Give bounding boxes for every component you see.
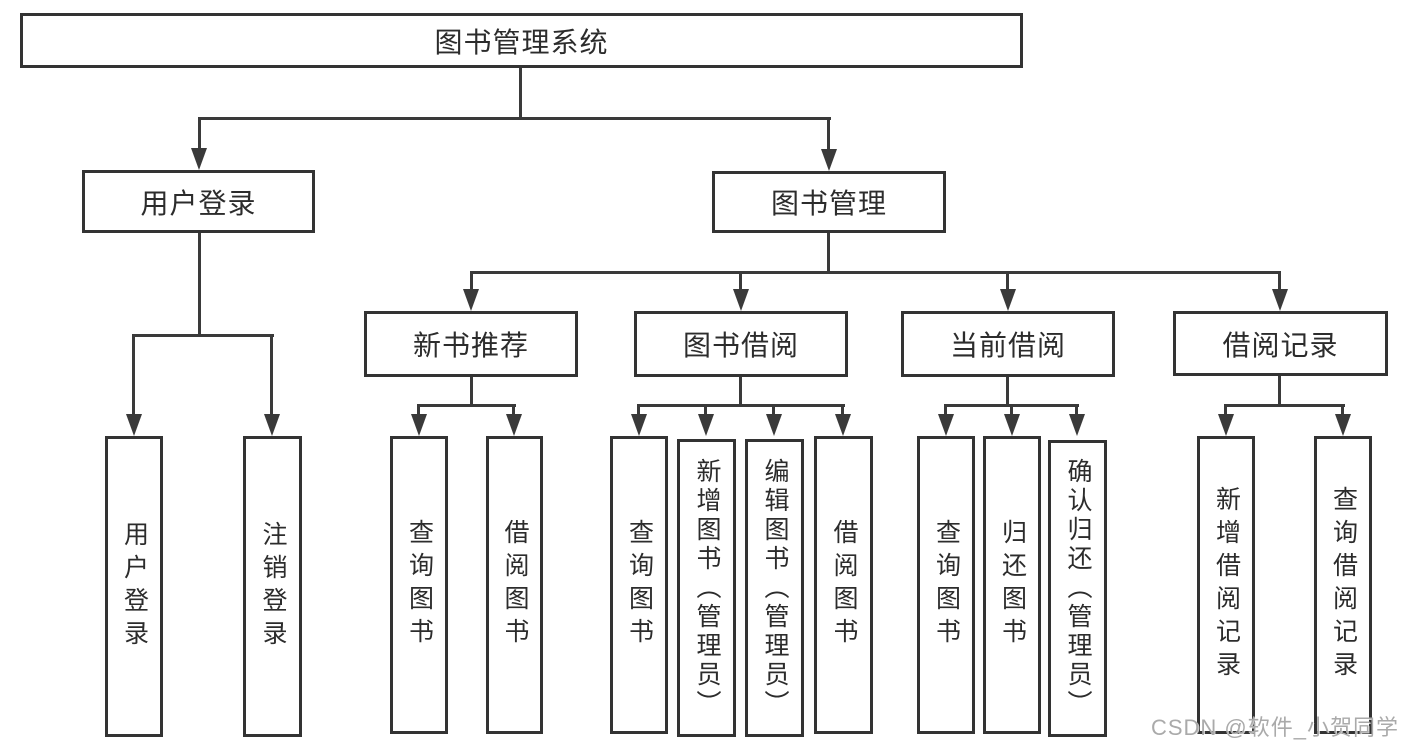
connector-line xyxy=(1224,404,1227,416)
leaf-logout: 注销登录 xyxy=(243,436,302,737)
connector-line xyxy=(827,233,830,274)
connector-line xyxy=(270,334,273,416)
leaf-label: 借阅图书 xyxy=(501,519,529,651)
leaf-label: 借阅图书 xyxy=(830,519,858,651)
leaf-label: 确认归还（管理员） xyxy=(1064,458,1092,719)
connector-line xyxy=(519,68,522,120)
leaf-br-add-record: 新增借阅记录 xyxy=(1197,436,1255,734)
node-new-book-recommend: 新书推荐 xyxy=(364,311,578,377)
connector-line xyxy=(704,404,707,416)
arrow-down-icon xyxy=(733,289,749,311)
node-library-system: 图书管理系统 xyxy=(20,13,1023,68)
connector-line xyxy=(827,117,830,151)
arrow-down-icon xyxy=(698,414,714,436)
arrow-down-icon xyxy=(1335,414,1351,436)
node-label: 借阅记录 xyxy=(1222,329,1339,361)
connector-line xyxy=(198,117,201,150)
leaf-cb-query-book: 查询图书 xyxy=(917,436,975,734)
arrow-down-icon xyxy=(1272,289,1288,311)
leaf-bb-edit-book-admin: 编辑图书（管理员） xyxy=(745,439,804,737)
leaf-label: 用户登录 xyxy=(120,520,149,653)
connector-line xyxy=(1224,404,1345,407)
connector-line xyxy=(841,404,844,416)
connector-line xyxy=(1341,404,1344,416)
leaf-label: 注销登录 xyxy=(259,520,287,653)
arrow-down-icon xyxy=(506,414,522,436)
arrow-down-icon xyxy=(126,414,142,436)
connector-line xyxy=(1075,404,1078,416)
node-label: 当前借阅 xyxy=(949,330,1066,361)
arrow-down-icon xyxy=(1218,414,1234,436)
arrow-down-icon xyxy=(1004,414,1020,436)
connector-line xyxy=(1278,271,1281,291)
node-book-management: 图书管理 xyxy=(712,171,946,233)
leaf-cb-confirm-return-admin: 确认归还（管理员） xyxy=(1048,440,1107,737)
arrow-down-icon xyxy=(938,414,954,436)
node-book-borrow: 图书借阅 xyxy=(634,311,848,377)
node-label: 图书管理 xyxy=(770,188,887,219)
node-label: 图书管理系统 xyxy=(434,26,609,58)
connector-line xyxy=(1010,404,1013,416)
leaf-label: 编辑图书（管理员） xyxy=(761,457,789,719)
arrow-down-icon xyxy=(1000,289,1016,311)
arrow-down-icon xyxy=(631,414,647,436)
connector-line xyxy=(1006,271,1009,291)
connector-line xyxy=(132,334,274,337)
leaf-label: 查询图书 xyxy=(405,519,434,651)
arrow-down-icon xyxy=(1069,414,1085,436)
arrow-down-icon xyxy=(821,149,837,171)
connector-line xyxy=(739,271,742,291)
connector-line xyxy=(637,404,640,416)
leaf-bb-borrow-book: 借阅图书 xyxy=(814,436,873,734)
arrow-down-icon xyxy=(264,414,280,436)
leaf-cb-return-book: 归还图书 xyxy=(983,436,1041,734)
connector-line xyxy=(1278,376,1281,407)
leaf-label: 新增借阅记录 xyxy=(1212,486,1241,684)
node-label: 图书借阅 xyxy=(682,330,799,361)
connector-line xyxy=(470,377,473,407)
connector-line xyxy=(512,404,515,416)
connector-line xyxy=(944,404,947,416)
connector-line xyxy=(1006,377,1009,407)
connector-line xyxy=(772,404,775,416)
leaf-rec-query-book: 查询图书 xyxy=(390,436,448,734)
leaf-br-query-record: 查询借阅记录 xyxy=(1314,436,1372,734)
connector-line xyxy=(417,404,420,416)
node-user-login: 用户登录 xyxy=(82,170,315,233)
arrow-down-icon xyxy=(835,414,851,436)
connector-line xyxy=(739,377,742,407)
leaf-user-login: 用户登录 xyxy=(105,436,163,737)
connector-line xyxy=(470,271,473,291)
arrow-down-icon xyxy=(766,414,782,436)
connector-line xyxy=(417,404,516,407)
connector-line xyxy=(198,117,831,120)
arrow-down-icon xyxy=(191,148,207,170)
connector-line xyxy=(132,334,135,416)
node-label: 用户登录 xyxy=(140,187,257,219)
leaf-label: 新增图书（管理员） xyxy=(693,457,721,719)
node-label: 新书推荐 xyxy=(412,330,529,361)
node-current-borrow: 当前借阅 xyxy=(901,311,1115,377)
connector-line xyxy=(198,233,201,337)
leaf-rec-borrow-book: 借阅图书 xyxy=(486,436,543,734)
node-borrow-records: 借阅记录 xyxy=(1173,311,1388,376)
arrow-down-icon xyxy=(463,289,479,311)
leaf-label: 查询借阅记录 xyxy=(1329,486,1358,684)
leaf-bb-query-book: 查询图书 xyxy=(610,436,668,734)
csdn-watermark: CSDN @软件_小贺同学 xyxy=(1150,715,1399,740)
leaf-bb-add-book-admin: 新增图书（管理员） xyxy=(677,439,736,737)
leaf-label: 查询图书 xyxy=(625,519,654,651)
connector-line xyxy=(470,271,1281,274)
leaf-label: 查询图书 xyxy=(932,519,961,651)
arrow-down-icon xyxy=(411,414,427,436)
connector-line xyxy=(637,404,845,407)
leaf-label: 归还图书 xyxy=(998,519,1027,651)
